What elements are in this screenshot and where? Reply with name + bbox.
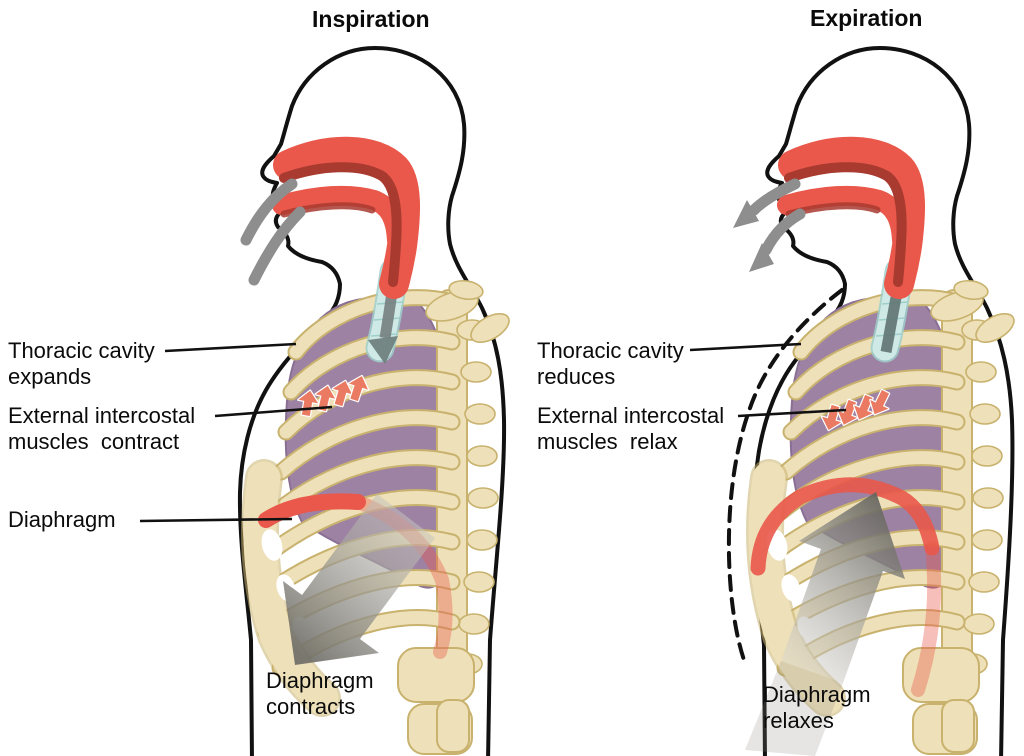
air-out-arrowhead-nose — [733, 200, 759, 228]
air-in-streams — [240, 178, 306, 286]
label-intercostal-contract: External intercostal muscles contract — [8, 403, 196, 454]
expiration-figure — [689, 46, 1019, 756]
label-thoracic-cavity-expands: Thoracic cavity expands — [8, 338, 155, 389]
arrow-tail-fade — [745, 661, 843, 756]
air-out-streams — [733, 178, 806, 272]
air-down-arrowhead — [368, 336, 398, 364]
leader-thoracic-left — [164, 342, 297, 353]
air-out-arrowhead-mouth — [749, 243, 774, 272]
label-diaphragm-relaxes: Diaphragm relaxes — [763, 682, 871, 733]
title-expiration: Expiration — [810, 5, 923, 31]
diaphragm-motion-arrow-up — [781, 492, 905, 683]
leader-diaphragm-left — [139, 517, 293, 523]
leader-intercostal-left — [214, 405, 333, 418]
leader-thoracic-right — [689, 342, 802, 352]
right-leader-lines — [689, 342, 847, 418]
leader-intercostal-right — [737, 408, 847, 418]
title-inspiration: Inspiration — [312, 6, 430, 32]
label-diaphragm-contracts: Diaphragm contracts — [266, 668, 374, 719]
previous-chest-position-dashed — [726, 288, 844, 662]
label-diaphragm: Diaphragm — [8, 507, 116, 532]
left-leader-lines — [139, 342, 333, 523]
diaphragm-relaxed — [750, 477, 942, 697]
inspiration-figure — [139, 46, 514, 756]
label-intercostal-relax: External intercostal muscles relax — [537, 403, 725, 454]
diaphragm-motion-arrow-down — [283, 494, 435, 665]
label-thoracic-cavity-reduces: Thoracic cavity reduces — [537, 338, 684, 389]
